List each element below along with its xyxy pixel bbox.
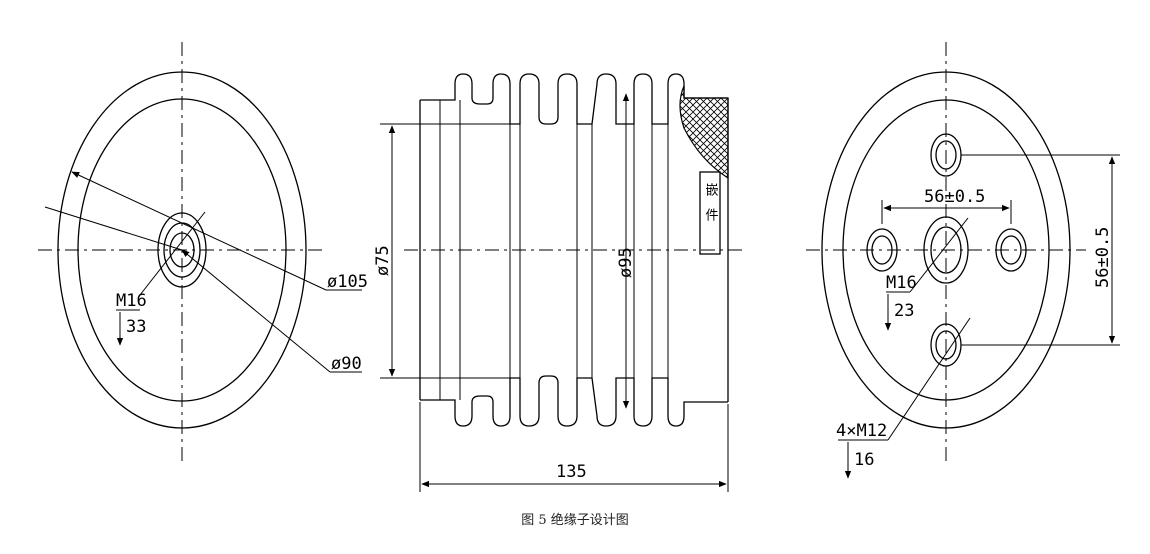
left-depth-label: 33 [126,317,146,337]
left-outer-circle [57,71,307,429]
right-end-view: 56±0.5 56±0.5 M16 23 4×M12 16 [806,42,1120,479]
insert-box [699,171,721,255]
bottom-profile [420,375,728,427]
left-end-view: ø105 ø90 M16 33 [38,42,368,462]
top-profile [420,73,728,125]
figure-caption: 图 5 绝缘子设计图 [521,513,629,528]
bolt-thread-leader [887,317,971,441]
h-spacing-label: 56±0.5 [924,187,985,207]
dia95-label: ø95 [616,247,636,278]
right-outer-circle [821,71,1071,429]
v-spacing-label: 56±0.5 [1093,227,1113,288]
dia90-label: ø90 [331,354,362,374]
center-boss-outer [923,216,969,284]
left-thread-label: M16 [116,291,147,311]
hatched-section [679,85,729,180]
bolt-depth-label: 16 [854,450,874,470]
right-inner-circle [842,99,1050,401]
side-view: 嵌件 ø75 ø95 135 [373,73,742,492]
left-thread-hole [169,232,195,268]
length-label: 135 [556,462,587,482]
bolt-thread-label: 4×M12 [836,421,887,441]
left-boss-outer [157,212,207,288]
dia105-leader [71,171,327,291]
dia90-leader-a [44,206,183,251]
right-thread-label: M16 [886,273,917,293]
insulator-drawing: ø105 ø90 M16 33 嵌件 ø75 [38,42,1120,492]
bolt-boss-left [866,228,898,272]
left-inner-circle [77,98,287,402]
dia90-leader-b [181,249,331,373]
bolt-boss-right [995,228,1027,272]
thread-leader [139,211,206,296]
center-thread-leader [909,217,969,293]
dia75-label: ø75 [373,245,393,276]
insert-vertical-label: 嵌件 [703,183,719,233]
dia105-label: ø105 [327,272,368,292]
center-thread-hole [930,226,962,274]
right-depth-label: 23 [894,301,914,321]
